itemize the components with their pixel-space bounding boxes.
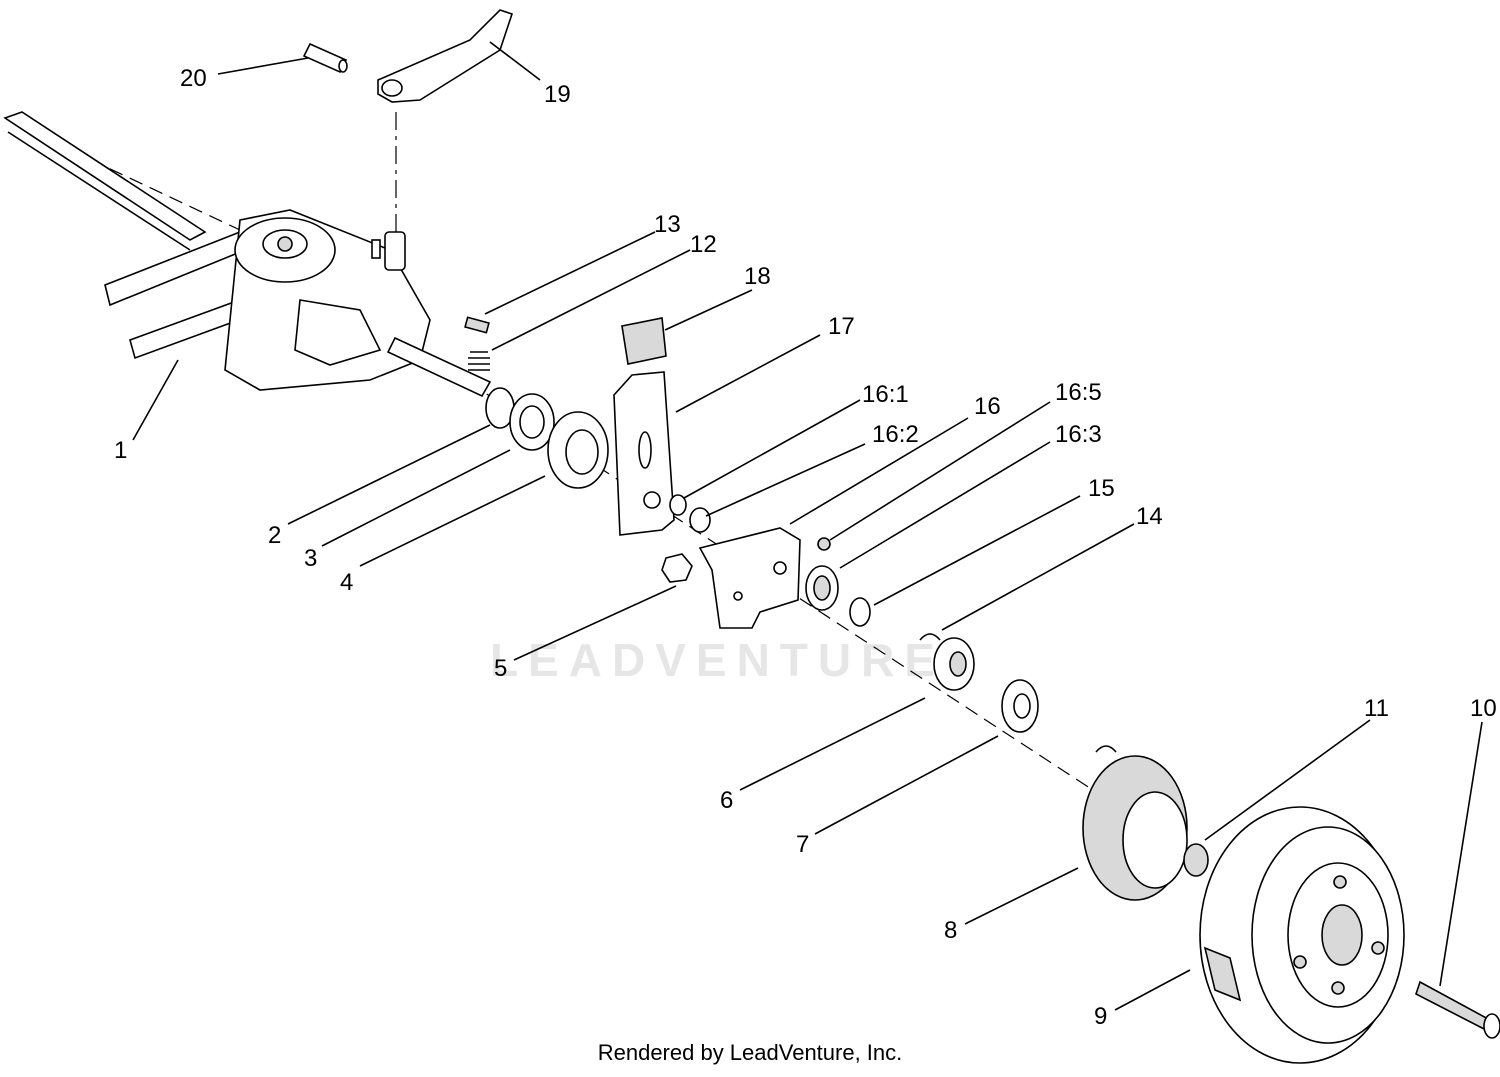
part-nut xyxy=(661,553,693,583)
callout-8: 8 xyxy=(944,917,957,944)
part-pin xyxy=(302,42,348,74)
part-washer-15 xyxy=(849,597,871,627)
callout-3: 3 xyxy=(304,545,317,572)
watermark-text: LEADVENTURE xyxy=(490,634,945,686)
part-transmission xyxy=(3,111,492,398)
callout-14: 14 xyxy=(1136,503,1163,530)
callout-12: 12 xyxy=(690,231,717,258)
axis-wheel-line xyxy=(449,369,1201,861)
part-shift-lever xyxy=(377,9,514,103)
part-spacer xyxy=(933,637,975,691)
callout-18: 18 xyxy=(744,263,771,290)
callout-16-2: 16:2 xyxy=(872,421,919,448)
part-bushing-16-1 xyxy=(669,494,687,516)
part-height-bracket xyxy=(698,527,801,629)
part-spring xyxy=(468,351,490,371)
callout-13: 13 xyxy=(654,211,681,238)
callout-16-3: 16:3 xyxy=(1055,421,1102,448)
callout-16: 16 xyxy=(974,393,1001,420)
part-bearing xyxy=(805,565,839,611)
part-e-clip xyxy=(919,633,941,641)
callout-1: 1 xyxy=(114,437,127,464)
callout-2: 2 xyxy=(268,522,281,549)
part-wheel xyxy=(1199,806,1405,1064)
callout-20: 20 xyxy=(180,65,207,92)
callout-4: 4 xyxy=(340,569,353,596)
callout-15: 15 xyxy=(1088,475,1115,502)
part-grease-fitting xyxy=(817,537,831,551)
callout-17: 17 xyxy=(828,313,855,340)
part-e-clip-2 xyxy=(1095,745,1117,753)
part-wheel-hub xyxy=(1082,755,1188,901)
part-wheel-bushing xyxy=(1183,843,1209,877)
callout-10: 10 xyxy=(1470,695,1497,722)
callout-19: 19 xyxy=(544,81,571,108)
part-flanged-bushing xyxy=(547,411,609,489)
footer-credit: Rendered by LeadVenture, Inc. xyxy=(597,1040,903,1065)
callout-16-1: 16:1 xyxy=(862,381,909,408)
callout-9: 9 xyxy=(1094,1003,1107,1030)
callout-6: 6 xyxy=(720,787,733,814)
callout-11: 11 xyxy=(1364,695,1389,722)
callout-7: 7 xyxy=(796,831,809,858)
part-clip xyxy=(621,317,667,365)
part-pinion-gear xyxy=(1001,679,1039,733)
callout-16-5: 16:5 xyxy=(1055,379,1102,406)
callout-5: 5 xyxy=(494,655,507,682)
leader-lines xyxy=(132,41,1483,1011)
part-bracket-plate xyxy=(613,371,675,536)
part-axle-bolt xyxy=(1415,980,1500,1039)
part-bushing-16-2 xyxy=(689,507,711,533)
part-key xyxy=(464,316,490,334)
